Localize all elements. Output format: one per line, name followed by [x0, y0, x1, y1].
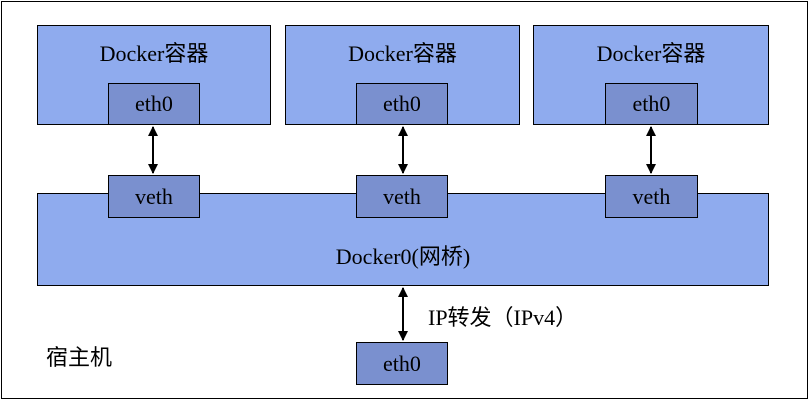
- container-title: Docker容器: [99, 41, 209, 66]
- eth-label: eth0: [632, 91, 671, 116]
- host-label: 宿主机: [46, 345, 113, 370]
- container-title: Docker容器: [596, 41, 706, 66]
- veth-label: veth: [383, 183, 421, 209]
- veth-3: veth: [605, 175, 698, 218]
- ip-forward-label: IP转发（IPv4）: [428, 305, 578, 330]
- host-eth0: eth0: [356, 342, 448, 385]
- container-title: Docker容器: [348, 41, 457, 66]
- veth-1: veth: [108, 175, 200, 218]
- veth-label: veth: [135, 183, 173, 209]
- container-eth0-2: eth0: [356, 83, 448, 125]
- veth-label: veth: [632, 183, 671, 209]
- bridge-label: Docker0(网桥): [335, 244, 471, 269]
- eth-label: eth0: [383, 91, 421, 116]
- eth-label: eth0: [383, 350, 421, 376]
- container-eth0-3: eth0: [605, 83, 698, 125]
- container-eth0-1: eth0: [108, 83, 200, 125]
- veth-2: veth: [356, 175, 448, 218]
- eth-label: eth0: [135, 91, 173, 116]
